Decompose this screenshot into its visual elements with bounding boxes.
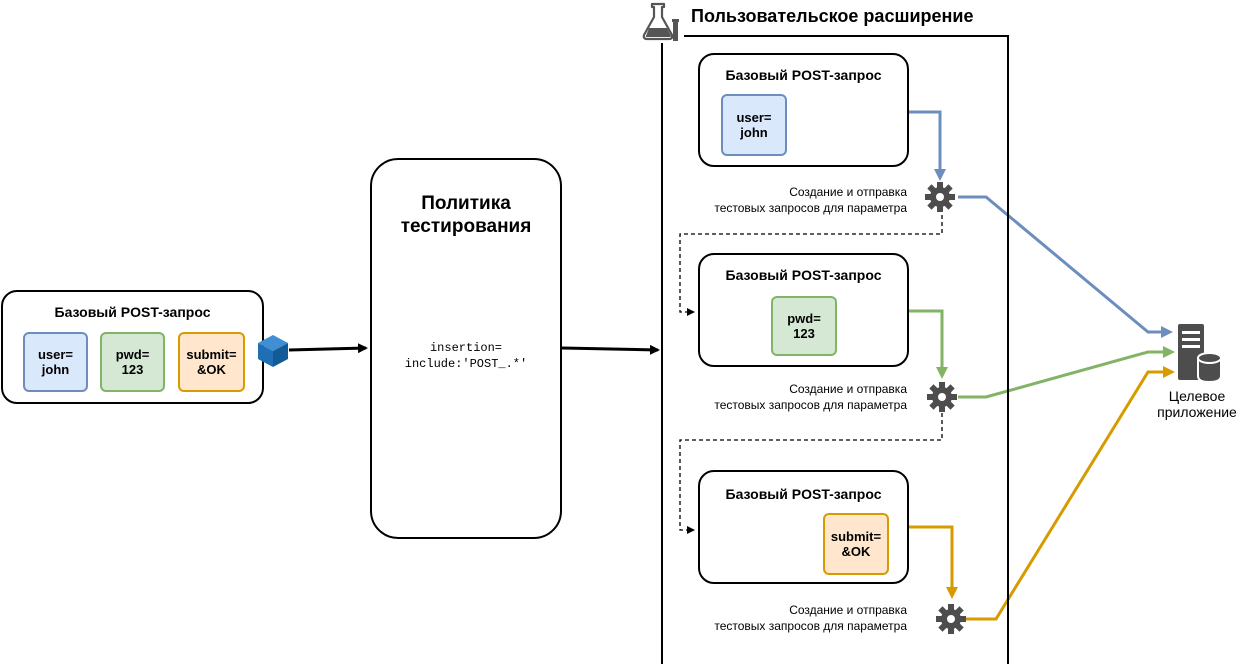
policy-box: Политика тестирования insertion= include… xyxy=(370,158,562,539)
gear-icon xyxy=(936,604,966,634)
block-2-param: pwd= 123 xyxy=(771,296,837,356)
block-3-title: Базовый POST-запрос xyxy=(725,486,882,502)
block-2-title: Базовый POST-запрос xyxy=(725,267,882,283)
policy-code: insertion= include:'POST_.*' xyxy=(404,341,528,371)
source-request-title: Базовый POST-запрос xyxy=(54,304,211,320)
source-param-pwd: pwd= 123 xyxy=(100,332,165,392)
block-1-title: Базовый POST-запрос xyxy=(725,67,882,83)
source-param-user: user= john xyxy=(23,332,88,392)
extension-container xyxy=(661,35,1009,664)
gear-icon xyxy=(927,382,957,412)
blue-to-target xyxy=(958,195,1173,338)
blue-to-gear xyxy=(908,110,946,181)
server-database-icon xyxy=(1178,324,1222,384)
extension-title: Пользовательское расширение xyxy=(691,6,974,26)
block-2-caption: Создание и отправка тестовых запросов дл… xyxy=(714,382,907,412)
flask-icon xyxy=(640,1,684,43)
gear-icon xyxy=(925,182,955,212)
block-3-caption: Создание и отправка тестовых запросов дл… xyxy=(714,603,907,633)
target-label: Целевое приложение xyxy=(1157,388,1237,420)
dashed-flow-2 xyxy=(679,413,943,534)
green-to-target xyxy=(958,346,1175,399)
block-1-param: user= john xyxy=(721,94,787,156)
arrow-request-to-policy xyxy=(288,343,368,354)
arrow-policy-to-extension xyxy=(561,344,660,355)
policy-title: Политика тестирования xyxy=(400,193,532,237)
orange-to-target xyxy=(966,366,1175,621)
orange-to-gear xyxy=(908,525,958,599)
green-to-gear xyxy=(908,309,948,379)
block-3-param: submit= &OK xyxy=(823,513,889,575)
block-1-caption: Создание и отправка тестовых запросов дл… xyxy=(714,185,907,215)
source-param-submit: submit= &OK xyxy=(178,332,245,392)
dashed-flow-1 xyxy=(679,215,943,316)
package-icon xyxy=(258,335,288,367)
